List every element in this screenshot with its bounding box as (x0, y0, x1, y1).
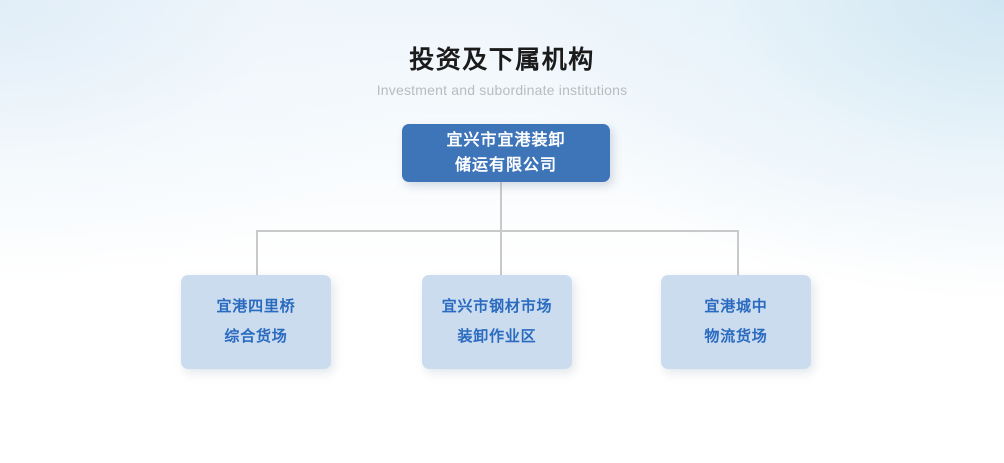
connector-horizontal-bus (256, 230, 739, 232)
org-node-child-1-line-2: 综合货场 (224, 328, 288, 345)
connector-root-stem (500, 182, 502, 232)
org-node-child-2-line-1: 宜兴市钢材市场 (441, 298, 553, 315)
org-node-child-3-line-1: 宜港城中 (704, 298, 768, 315)
org-node-child-2-line-2: 装卸作业区 (457, 328, 537, 345)
org-node-root[interactable]: 宜兴市宜港装卸 储运有限公司 (402, 124, 610, 182)
org-node-root-line-2: 储运有限公司 (454, 157, 557, 174)
org-node-child-1[interactable]: 宜港四里桥 综合货场 (181, 275, 331, 369)
connector-drop-middle (500, 230, 502, 276)
org-node-child-3[interactable]: 宜港城中 物流货场 (661, 275, 811, 369)
org-node-child-1-line-1: 宜港四里桥 (216, 298, 296, 315)
org-node-child-3-line-2: 物流货场 (704, 328, 768, 345)
page-title: 投资及下属机构 (409, 46, 595, 74)
connector-drop-left (256, 230, 258, 276)
org-node-root-line-1: 宜兴市宜港装卸 (446, 132, 566, 149)
page-subtitle: Investment and subordinate institutions (376, 82, 628, 98)
page-heading: 投资及下属机构 Investment and subordinate insti… (0, 44, 1004, 99)
org-node-child-2[interactable]: 宜兴市钢材市场 装卸作业区 (422, 275, 572, 369)
connector-drop-right (737, 230, 739, 276)
